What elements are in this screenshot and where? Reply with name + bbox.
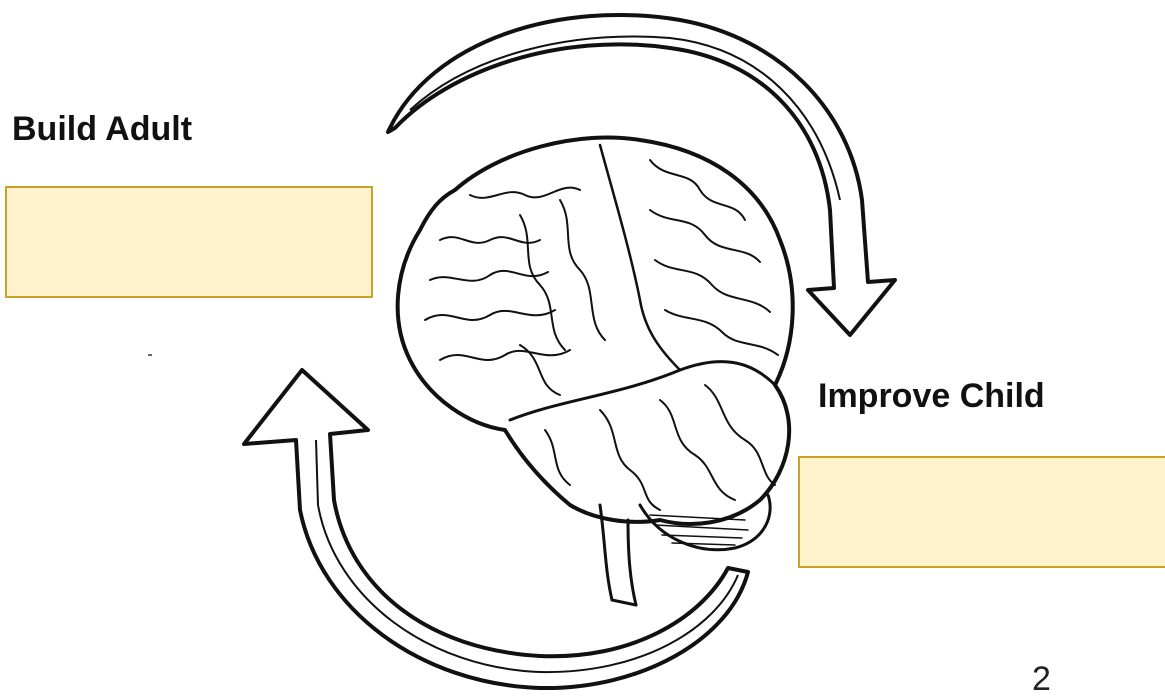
build-adult-label: Build Adult: [12, 110, 193, 148]
page-number: 2: [1032, 660, 1051, 698]
brain-icon: [395, 135, 795, 607]
build-adult-answer-box[interactable]: [5, 186, 373, 298]
improve-child-answer-box[interactable]: [798, 456, 1165, 568]
stray-mark: [148, 354, 152, 356]
improve-child-label: Improve Child: [818, 377, 1045, 415]
bottom-curved-arrow-icon: [242, 368, 750, 691]
top-curved-arrow-icon: [386, 12, 897, 337]
